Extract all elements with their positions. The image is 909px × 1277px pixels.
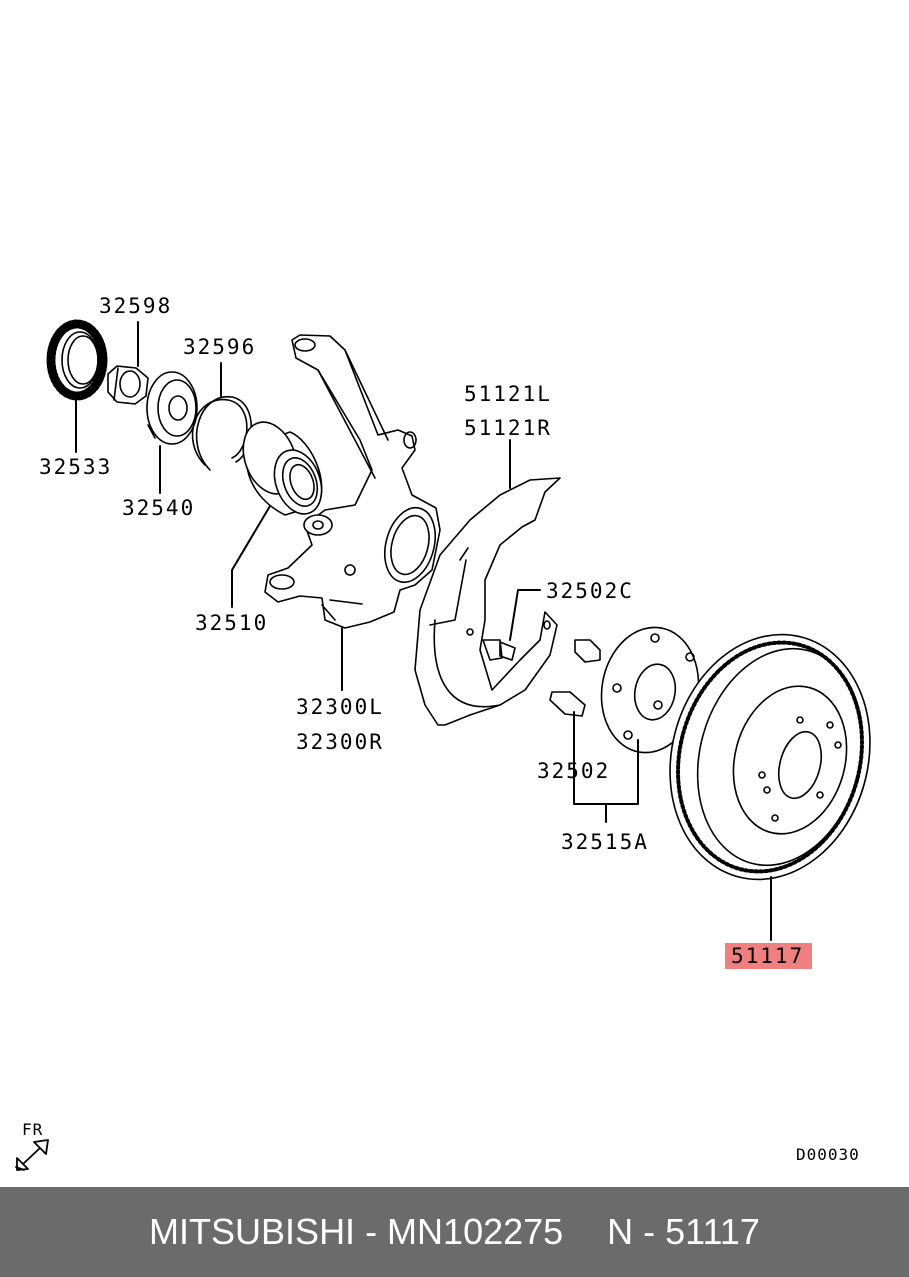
part-label-32502c: 32502C (546, 579, 634, 603)
part-label-32510: 32510 (195, 611, 269, 635)
part-label-32598: 32598 (99, 294, 173, 318)
part-label-51117-highlighted[interactable]: 51117 (725, 943, 813, 969)
brake-disc-51117 (669, 633, 871, 881)
part-label-51121r: 51121R (464, 416, 552, 440)
dust-shield-51121 (414, 477, 561, 726)
part-label-51121l: 51121L (464, 382, 552, 406)
part-label-32533: 32533 (39, 455, 113, 479)
bearing-32510 (242, 421, 323, 516)
part-label-32300r: 32300R (296, 730, 384, 754)
snap-ring-32596 (191, 396, 253, 471)
parts-diagram: 32598 32596 32533 32540 32510 51121L 511… (15, 294, 871, 1171)
part-label-32596: 32596 (183, 335, 257, 359)
reference-number: N - 51117 (607, 1211, 760, 1252)
part-label-32540: 32540 (122, 496, 196, 520)
brand-part-number: MITSUBISHI - MN102275 (149, 1211, 564, 1252)
nut-32598 (107, 365, 149, 405)
bolt-32502c (482, 639, 516, 661)
hub-32515a (549, 626, 700, 754)
part-label-32300l: 32300L (296, 695, 384, 719)
part-info-footer: MITSUBISHI - MN102275 N - 51117 (0, 1187, 909, 1277)
front-direction-arrow-icon (15, 1139, 49, 1171)
knuckle-32300 (264, 334, 441, 629)
fr-label: FR (22, 1120, 44, 1139)
sensor-rotor-32533 (46, 319, 108, 401)
dust-cover-32540 (146, 371, 198, 445)
part-label-32515a: 32515A (561, 830, 649, 854)
part-label-32502: 32502 (537, 759, 611, 783)
exploded-view-drawing (15, 319, 871, 1171)
leader-lines (75, 321, 772, 941)
diagram-code: D00030 (796, 1145, 860, 1164)
